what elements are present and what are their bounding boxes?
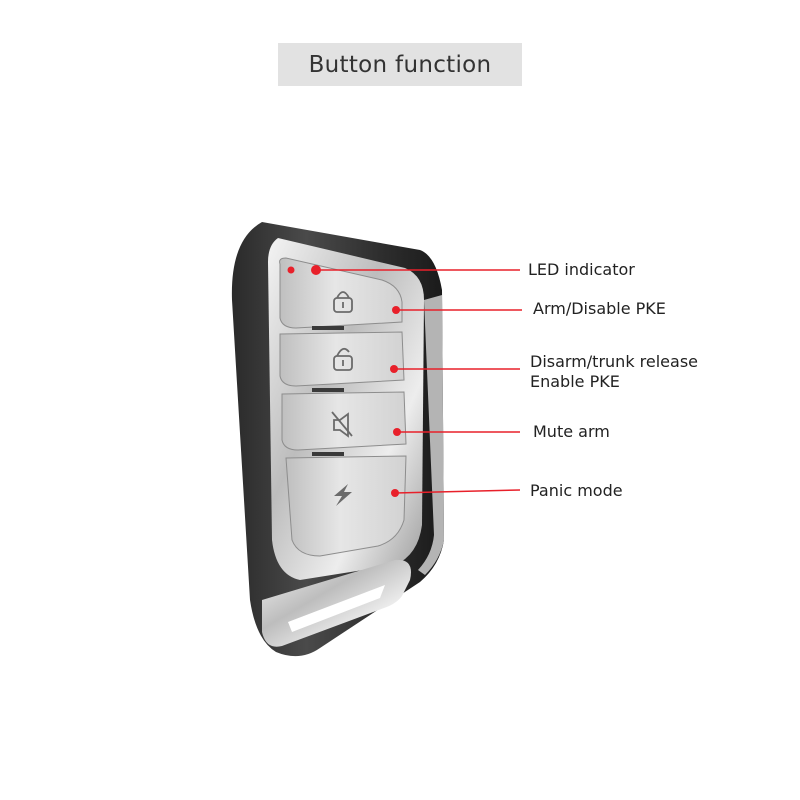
unlock-icon (333, 347, 353, 371)
button-divider (312, 326, 344, 330)
panic-button[interactable] (285, 455, 407, 557)
callout-leaders (311, 265, 522, 497)
fob-key-ring-hole (288, 585, 385, 632)
callout-mute: Mute arm (533, 422, 610, 442)
callout-panic: Panic mode (530, 481, 623, 501)
lightning-icon (334, 484, 352, 506)
callout-disarm-line1: Disarm/trunk release (530, 352, 699, 371)
callout-disarm-line2: Enable PKE (530, 372, 620, 391)
title-banner: Button function (278, 43, 522, 86)
lock-icon (333, 291, 353, 313)
callout-led-indicator: LED indicator (528, 260, 635, 280)
button-divider (312, 452, 344, 456)
button-divider (312, 388, 344, 392)
callout-mute-label: Mute arm (533, 422, 610, 441)
page-title: Button function (308, 51, 492, 78)
fob-side-trim (418, 295, 444, 575)
callout-arm: Arm/Disable PKE (533, 299, 666, 319)
mute-button[interactable] (281, 391, 407, 451)
callout-panic-label: Panic mode (530, 481, 623, 500)
unlock-button[interactable] (279, 331, 405, 387)
callout-led-label: LED indicator (528, 260, 635, 279)
mute-icon (331, 411, 353, 438)
led-indicator-light (287, 266, 295, 274)
callout-disarm: Disarm/trunk release Enable PKE (530, 352, 698, 392)
callout-arm-label: Arm/Disable PKE (533, 299, 666, 318)
